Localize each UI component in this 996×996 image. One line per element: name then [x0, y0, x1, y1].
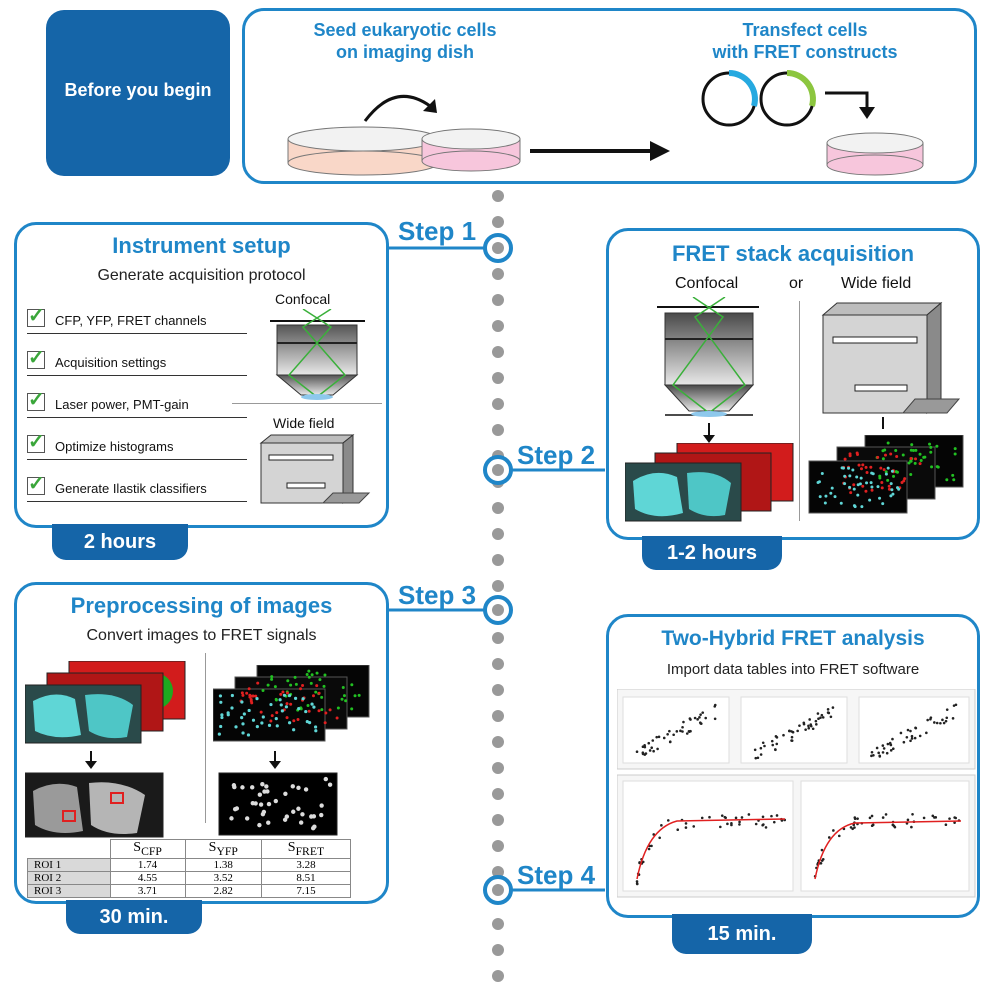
- analysis-scatter-plots: [617, 689, 976, 898]
- acq-confocal-objective-icon: [657, 297, 759, 443]
- acq-widefield-label: Wide field: [841, 275, 912, 292]
- step2-label: Step 2: [517, 440, 596, 470]
- col-cfp-header: SCFP: [109, 839, 186, 859]
- seed-text: Seed eukaryotic cells on imaging dish: [313, 20, 497, 62]
- confocal-objective-icon: [270, 309, 365, 400]
- roi-table: SCFP SYFP SFRET ROI 1 1.74 1.38 3.28 ROI…: [27, 839, 352, 898]
- preprocessing-subtitle: Convert images to FRET signals: [86, 627, 317, 644]
- instrument-time: 2 hours: [52, 524, 188, 560]
- checklist: ✓ CFP, YFP, FRET channels ✓ Acquisition …: [27, 305, 257, 509]
- acquisition-panel: FRET stack acquisition Confocal or Wide …: [606, 228, 980, 540]
- step2-node: [483, 455, 513, 485]
- small-dish-icon: [421, 128, 521, 172]
- check-item-channels: ✓ CFP, YFP, FRET channels: [27, 305, 247, 334]
- checkmark-icon: ✓: [28, 473, 45, 495]
- before-you-begin-badge: Before you begin: [46, 10, 230, 176]
- acq-confocal-stack: [625, 443, 794, 522]
- analysis-title: Two-Hybrid FRET analysis: [661, 627, 925, 650]
- analysis-time: 15 min.: [672, 914, 812, 954]
- step4-node: [483, 875, 513, 905]
- checkmark-icon: ✓: [28, 389, 45, 411]
- preprocessing-panel: Preprocessing of images Convert images t…: [14, 582, 389, 904]
- analysis-panel: Two-Hybrid FRET analysis Import data tab…: [606, 614, 980, 918]
- instrument-divider: [232, 403, 382, 404]
- col-yfp-header: SYFP: [184, 839, 262, 859]
- before-you-begin-label: Before you begin: [64, 80, 212, 100]
- acquisition-time: 1-2 hours: [642, 536, 782, 570]
- timeline-dots: [492, 190, 504, 982]
- instrument-panel: Instrument setup Generate acquisition pr…: [14, 222, 389, 528]
- bent-arrow-icon: [825, 91, 869, 109]
- checkmark-icon: ✓: [28, 305, 45, 327]
- curved-arrow-icon: [363, 94, 431, 122]
- preprocessing-title: Preprocessing of images: [70, 593, 333, 618]
- step3-label: Step 3: [398, 580, 477, 610]
- preprocessing-time: 30 min.: [66, 900, 202, 934]
- checkmark-icon: ✓: [28, 347, 45, 369]
- transfect-text: Transfect cells with FRET constructs: [712, 20, 898, 62]
- before-illustration: [287, 70, 924, 176]
- transfected-dish-icon: [826, 132, 924, 176]
- col-fret-header: SFRET: [260, 839, 352, 859]
- pre-divider: [205, 653, 206, 823]
- acq-divider: [799, 301, 800, 521]
- step1-node: [483, 233, 513, 263]
- instrument-title: Instrument setup: [112, 233, 291, 258]
- widefield-microscope-icon: [259, 433, 371, 505]
- table-row: ROI 2 4.55 3.52 8.51: [27, 870, 352, 885]
- before-panel: Seed eukaryotic cells on imaging dish Tr…: [242, 8, 977, 184]
- checkmark-icon: ✓: [28, 431, 45, 453]
- step4-label: Step 4: [517, 860, 596, 890]
- step3-node: [483, 595, 513, 625]
- large-dish-icon: [287, 126, 439, 176]
- instrument-subtitle: Generate acquisition protocol: [97, 267, 306, 284]
- analysis-subtitle: Import data tables into FRET software: [666, 661, 920, 678]
- check-item-acq-settings: ✓ Acquisition settings: [27, 347, 247, 376]
- check-item-histograms: ✓ Optimize histograms: [27, 431, 247, 460]
- table-row: ROI 1 1.74 1.38 3.28: [27, 857, 352, 872]
- check-item-laser: ✓ Laser power, PMT-gain: [27, 389, 247, 418]
- acq-confocal-label: Confocal: [675, 275, 739, 292]
- acq-or-label: or: [789, 275, 804, 292]
- pre-confocal-stack: [25, 661, 186, 838]
- acquisition-title: FRET stack acquisition: [671, 241, 915, 266]
- acq-widefield-microscope-icon: [821, 301, 961, 429]
- pre-widefield-stack: [213, 665, 370, 836]
- acq-widefield-stack: [808, 435, 964, 514]
- widefield-label: Wide field: [273, 415, 335, 431]
- table-row: ROI 3 3.71 2.82 7.15: [27, 883, 352, 898]
- check-item-ilastik: ✓ Generate Ilastik classifiers: [27, 473, 247, 502]
- step1-label: Step 1: [398, 216, 477, 246]
- confocal-label: Confocal: [275, 291, 331, 307]
